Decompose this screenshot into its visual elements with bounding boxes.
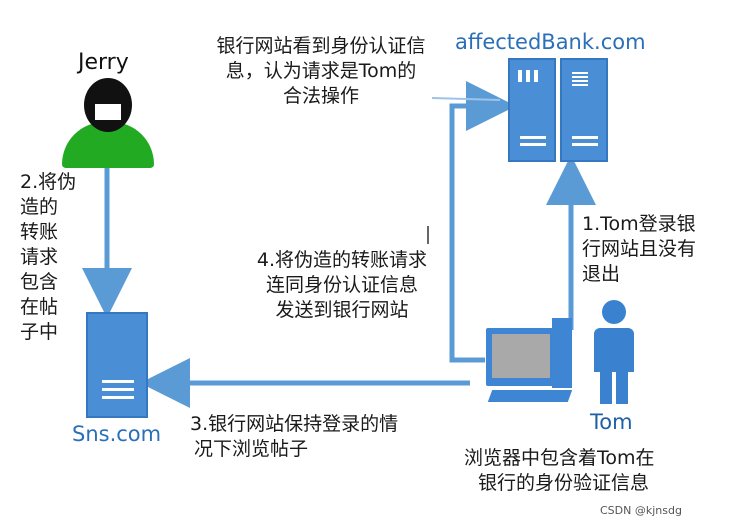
step2-line: 2.将伪: [20, 171, 77, 193]
tom-torso: [594, 328, 634, 372]
step2-line: 包含: [20, 271, 59, 293]
browser-note: 浏览器中包含着Tom在 银行的身份验证信息: [464, 446, 714, 496]
browser-note-line: 浏览器中包含着Tom在: [464, 447, 655, 469]
step1-line: 退出: [582, 263, 621, 285]
jerry-label: Jerry: [78, 50, 129, 75]
computer-keyboard: [487, 390, 573, 402]
computer-monitor: [486, 328, 556, 386]
bank-server-icon: [508, 58, 610, 164]
step1-line: 行网站且没有: [582, 238, 697, 260]
tom-head: [602, 300, 626, 324]
bank-note: 银行网站看到身份认证信 息，认为请求是Tom的 合法操作: [186, 34, 456, 109]
step3-line: 况下浏览帖子: [194, 438, 309, 460]
tom-computer-icon: [486, 318, 586, 408]
step3-text: 3.银行网站保持登录的情 况下浏览帖子: [190, 412, 450, 462]
jerry-mask: [95, 104, 121, 120]
bank-server-tower-right: [560, 58, 608, 162]
step1-text: 1.Tom登录银 行网站且没有 退出: [582, 212, 732, 287]
step2-line: 子中: [20, 321, 59, 343]
step2-line: 转账: [20, 221, 59, 243]
step1-line: 1.Tom登录银: [582, 213, 696, 235]
step2-text: 2.将伪 造的 转账 请求 包含 在帖 子中: [20, 170, 100, 345]
step2-line: 造的: [20, 196, 59, 218]
computer-tower: [552, 318, 572, 388]
step4-line: 发送到银行网站: [275, 299, 409, 321]
bank-server-tower-left: [508, 58, 556, 162]
step2-line: 请求: [20, 246, 59, 268]
note-pointer-line: [431, 97, 501, 101]
arrow-forward-to-bank: [449, 81, 516, 363]
tom-person-icon: [590, 300, 638, 404]
step4-line: 4.将伪造的转账请求: [256, 249, 428, 271]
bank-note-line: 合法操作: [282, 85, 359, 107]
tom-leg-left: [600, 370, 612, 404]
watermark: CSDN @kjnsdg: [600, 504, 682, 517]
tom-label: Tom: [590, 410, 633, 434]
bank-note-line: 息，认为请求是Tom的: [225, 60, 417, 82]
jerry-hacker-icon: [62, 78, 154, 168]
sns-server-icon: [86, 312, 148, 418]
bank-note-line: 银行网站看到身份认证信: [216, 35, 426, 57]
step4-line: 连同身份认证信息: [265, 274, 418, 296]
sns-label: Sns.com: [72, 422, 162, 446]
tom-leg-right: [616, 370, 628, 404]
bank-label: affectedBank.com: [455, 30, 646, 54]
step3-line: 3.银行网站保持登录的情: [190, 413, 399, 435]
step2-line: 在帖: [20, 296, 59, 318]
browser-note-line: 银行的身份验证信息: [478, 472, 650, 494]
step4-text: 4.将伪造的转账请求 连同身份认证信息 发送到银行网站: [232, 248, 452, 323]
